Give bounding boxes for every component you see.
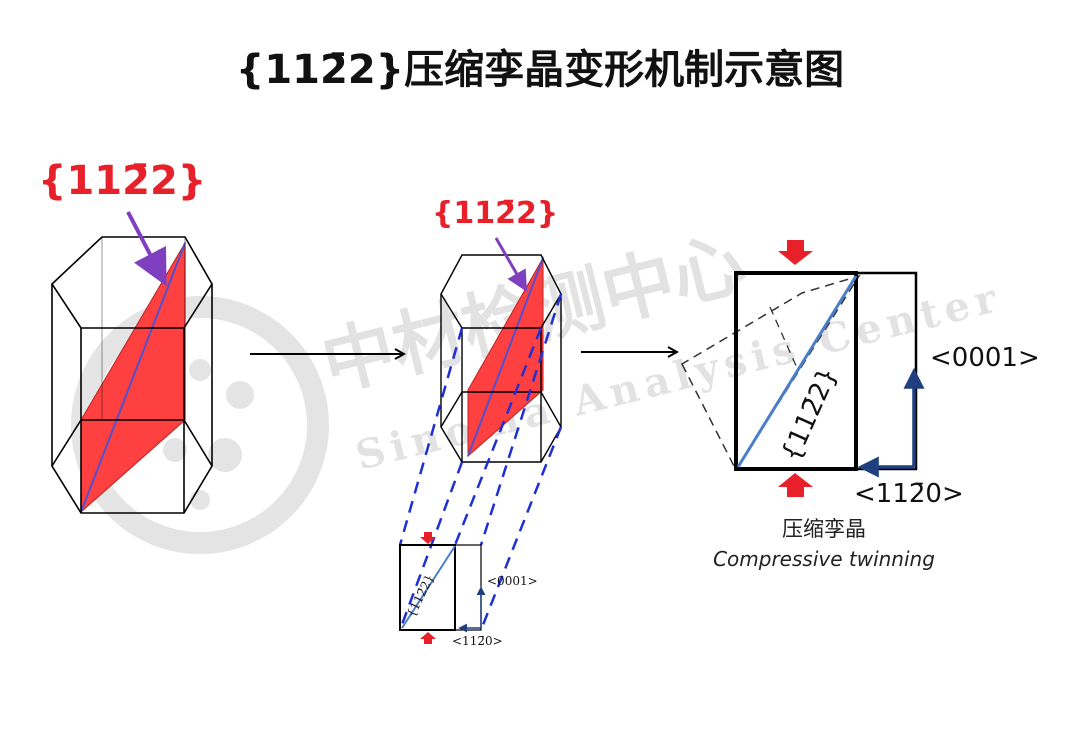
prism-edges-large xyxy=(50,236,213,514)
twinned-region-outline xyxy=(681,274,861,472)
plane-trace-small-box xyxy=(401,545,456,629)
plane-label-small: {112̄2} xyxy=(432,196,558,231)
plane-label-box-small: {112̄2} xyxy=(404,572,437,619)
caption-en: Compressive twinning xyxy=(713,547,935,571)
direction-c-small: <0001> xyxy=(487,574,538,588)
direction-a-large: <112̄0> xyxy=(854,479,964,509)
plane-label-large: {112̄2} xyxy=(38,158,206,204)
pointer-arrow-large xyxy=(126,211,167,287)
compression-arrow-bottom-small xyxy=(420,632,436,644)
direction-c-large: <0001> xyxy=(930,343,1040,373)
compression-arrow-bottom-large xyxy=(778,473,813,497)
caption-cn: 压缩孪晶 xyxy=(782,517,866,541)
hexagonal-prism-small: {112̄2} xyxy=(432,196,562,463)
compression-arrow-top-large xyxy=(778,240,813,265)
projected-box-small: <0001> <112̄0> {112̄2} xyxy=(399,532,538,648)
twin-plane-trace-small xyxy=(467,257,544,457)
plane-trace-large-box xyxy=(736,275,858,468)
twin-plane-trace-large xyxy=(80,242,186,513)
pointer-arrow-small xyxy=(494,237,528,292)
hexagonal-prism-large: {112̄2} xyxy=(38,158,213,514)
compression-arrow-top-small xyxy=(420,532,436,544)
plane-label-box-large: {112̄2} xyxy=(776,363,844,466)
direction-a-small: <112̄0> xyxy=(452,634,503,648)
page-title: {112̄2}压缩孪晶变形机制示意图 xyxy=(236,47,844,93)
